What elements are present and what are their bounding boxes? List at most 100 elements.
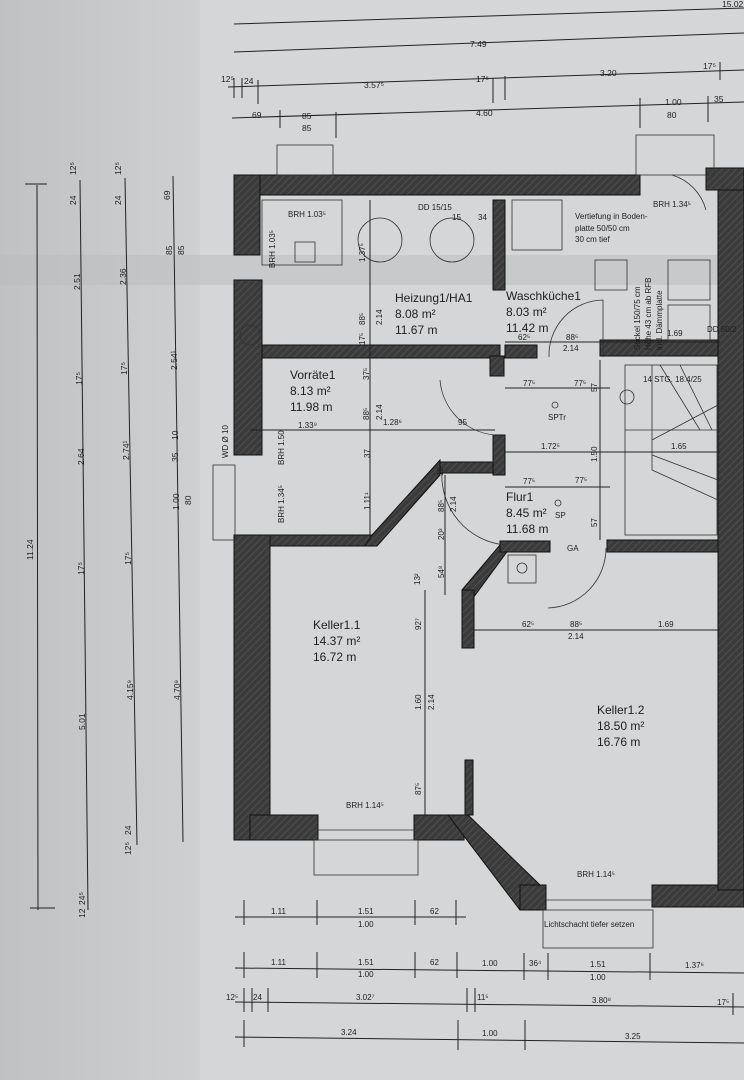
- dim-label: 88⁵: [566, 333, 578, 342]
- dim-row4-4: 1.00: [665, 97, 682, 107]
- dim-label: 92⁷: [414, 618, 423, 630]
- dim-row4-3: 4.60: [476, 108, 493, 118]
- dim-label: 1.60: [414, 694, 423, 710]
- room-area: 8.13 m²: [290, 384, 331, 398]
- dim-col-c-8: 4.70⁹: [172, 679, 182, 700]
- dim-row3-1: 24: [244, 76, 254, 86]
- dim-label: 1.11¹: [363, 492, 372, 510]
- dim-col-c-5: 10: [170, 430, 180, 440]
- room-waschkueche: Waschküche1 8.03 m² 11.42 m: [506, 289, 581, 335]
- dim-b3-2: 3.02⁷: [356, 993, 375, 1002]
- floor-drain: [507, 554, 537, 584]
- lichtschacht-note: Lichtschacht tiefer setzen: [544, 920, 634, 929]
- dim-col-c-6: 1.00: [171, 493, 181, 510]
- dim-label: 88⁵: [570, 620, 582, 629]
- dim-label: 77⁵: [523, 379, 535, 388]
- dim-label: 87⁵: [414, 783, 423, 795]
- dim-label: 2.14: [375, 404, 384, 420]
- dim-label: 62⁵: [522, 620, 534, 629]
- dim-b2-1: 1.51: [358, 958, 374, 967]
- dim-col-b-4: 2.74¹: [121, 440, 131, 460]
- dim-label: 13²: [413, 573, 422, 585]
- dim-b2-8: 1.37⁶: [685, 961, 704, 970]
- dim-label: 10: [436, 467, 445, 476]
- dim-label: 77⁵: [523, 477, 535, 486]
- dim-b2-5: 36⁴: [529, 959, 542, 968]
- room-flur: Flur1 8.45 m² 11.68 m: [506, 490, 548, 536]
- dim-row3-4: 3.20: [600, 68, 617, 78]
- dim-label: 2.14: [427, 694, 436, 710]
- dim-label: 15: [452, 213, 461, 222]
- dim-label: 1.72⁵: [541, 442, 560, 451]
- dim-col-b-0: 12⁵: [113, 162, 123, 175]
- room-perimeter: 11.42 m: [506, 321, 548, 335]
- brh-label: BRH 1.03⁵: [288, 210, 326, 219]
- room-perimeter: 11.68 m: [506, 522, 548, 536]
- dim-b3-5: 17⁵: [717, 998, 729, 1007]
- dim-label: 88⁵: [362, 408, 371, 420]
- dim-col-a-7: 24⁵: [77, 892, 87, 905]
- note-line: platte 50/50 cm: [575, 224, 630, 233]
- dim-col-a-5: 17⁵: [76, 562, 86, 575]
- dim-col-c-4: 35: [170, 452, 180, 462]
- dim-col-c-1: 85: [164, 245, 174, 255]
- annotations: BRH 1.03⁵ BRH 1.03⁵ DD 15/15 15 34 BRH 1…: [221, 200, 737, 929]
- note-line: Sockel 150/75 cm: [633, 286, 642, 350]
- dim-col-a-1: 24: [68, 195, 78, 205]
- dim-row4-6: 35: [714, 94, 724, 104]
- dim-b2-4: 1.00: [482, 959, 498, 968]
- room-area: 14.37 m²: [313, 634, 360, 648]
- dim-label: 54⁸: [437, 566, 446, 578]
- room-perimeter: 16.76 m: [597, 735, 640, 749]
- dd-label: DD 15/15: [418, 203, 452, 212]
- dim-overall-height: 11.24: [25, 539, 35, 560]
- room-heizung: Heizung1/HA1 8.08 m² 11.67 m: [395, 291, 473, 337]
- dim-label: 57: [590, 383, 599, 392]
- dim-label: 95: [458, 418, 467, 427]
- inner-dimension-lines: [250, 200, 720, 815]
- tank-2: [429, 217, 475, 263]
- dim-b1-3: 62: [430, 907, 439, 916]
- ground-symbol-icon: [239, 324, 261, 346]
- inner-dimensions: 1.37⁵ 17⁵ 88⁵ 2.14 62⁵ 88⁵ 2.14 37⁵ 88⁵ …: [298, 243, 674, 795]
- room-perimeter: 11.98 m: [290, 400, 332, 414]
- dim-col-a-4: 2.64: [76, 448, 86, 465]
- dim-b1-0: 1.11: [271, 907, 287, 916]
- dim-b4-0: 3.24: [341, 1028, 357, 1037]
- dim-b4-1: 1.00: [482, 1029, 498, 1038]
- room-keller-1-1: Keller1.1 14.37 m² 16.72 m: [313, 618, 361, 664]
- dim-col-c-0: 69: [162, 190, 172, 200]
- dim-col-c-3: 2.54¹: [169, 350, 179, 370]
- room-vorraete: Vorräte1 8.13 m² 11.98 m: [290, 368, 336, 414]
- dim-col-c-2: 85: [176, 245, 186, 255]
- room-name: Keller1.2: [597, 703, 645, 717]
- dim-col-a-6: 5.01: [77, 713, 87, 730]
- tank-1: [357, 217, 403, 263]
- brh-label: BRH 1.34⁵: [653, 200, 691, 209]
- dim-row3-5: 17⁵: [703, 61, 716, 71]
- room-area: 8.08 m²: [395, 307, 436, 321]
- note-line: Vertiefung in Boden-: [575, 212, 648, 221]
- sptr-label: SPTr: [548, 413, 566, 422]
- brh-label: BRH 1.03⁵: [268, 230, 277, 268]
- room-keller-1-2: Keller1.2 18.50 m² 16.76 m: [597, 703, 645, 749]
- dim-label: 1.65: [671, 442, 687, 451]
- wd-label: WD Ø 10: [221, 425, 230, 458]
- dim-col-c-7: 80: [183, 495, 193, 505]
- stairs-label: 14 STG. 18.4/25: [643, 375, 702, 384]
- sink: [667, 304, 711, 341]
- dim-label: 88⁵: [437, 500, 446, 512]
- left-dimensions: 11.24 12⁵ 24 2.51 17⁵ 2.64 17⁵ 5.01 24⁵ …: [25, 162, 193, 918]
- dim-col-a-2: 2.51: [72, 273, 82, 290]
- room-name: Flur1: [506, 490, 534, 504]
- paper-fold-shadow: [0, 255, 744, 285]
- dim-label: 1.69: [667, 329, 683, 338]
- dim-row4-2: 85: [302, 123, 312, 133]
- dim-label: 1.69: [658, 620, 674, 629]
- dim-label: 37: [363, 449, 372, 458]
- dim-b1-2: 1.00: [358, 920, 374, 929]
- dim-b2-3: 62: [430, 958, 439, 967]
- brh-label: BRH 1.34⁵: [277, 485, 286, 523]
- room-area: 18.50 m²: [597, 719, 644, 733]
- dim-label: 2.14: [563, 344, 579, 353]
